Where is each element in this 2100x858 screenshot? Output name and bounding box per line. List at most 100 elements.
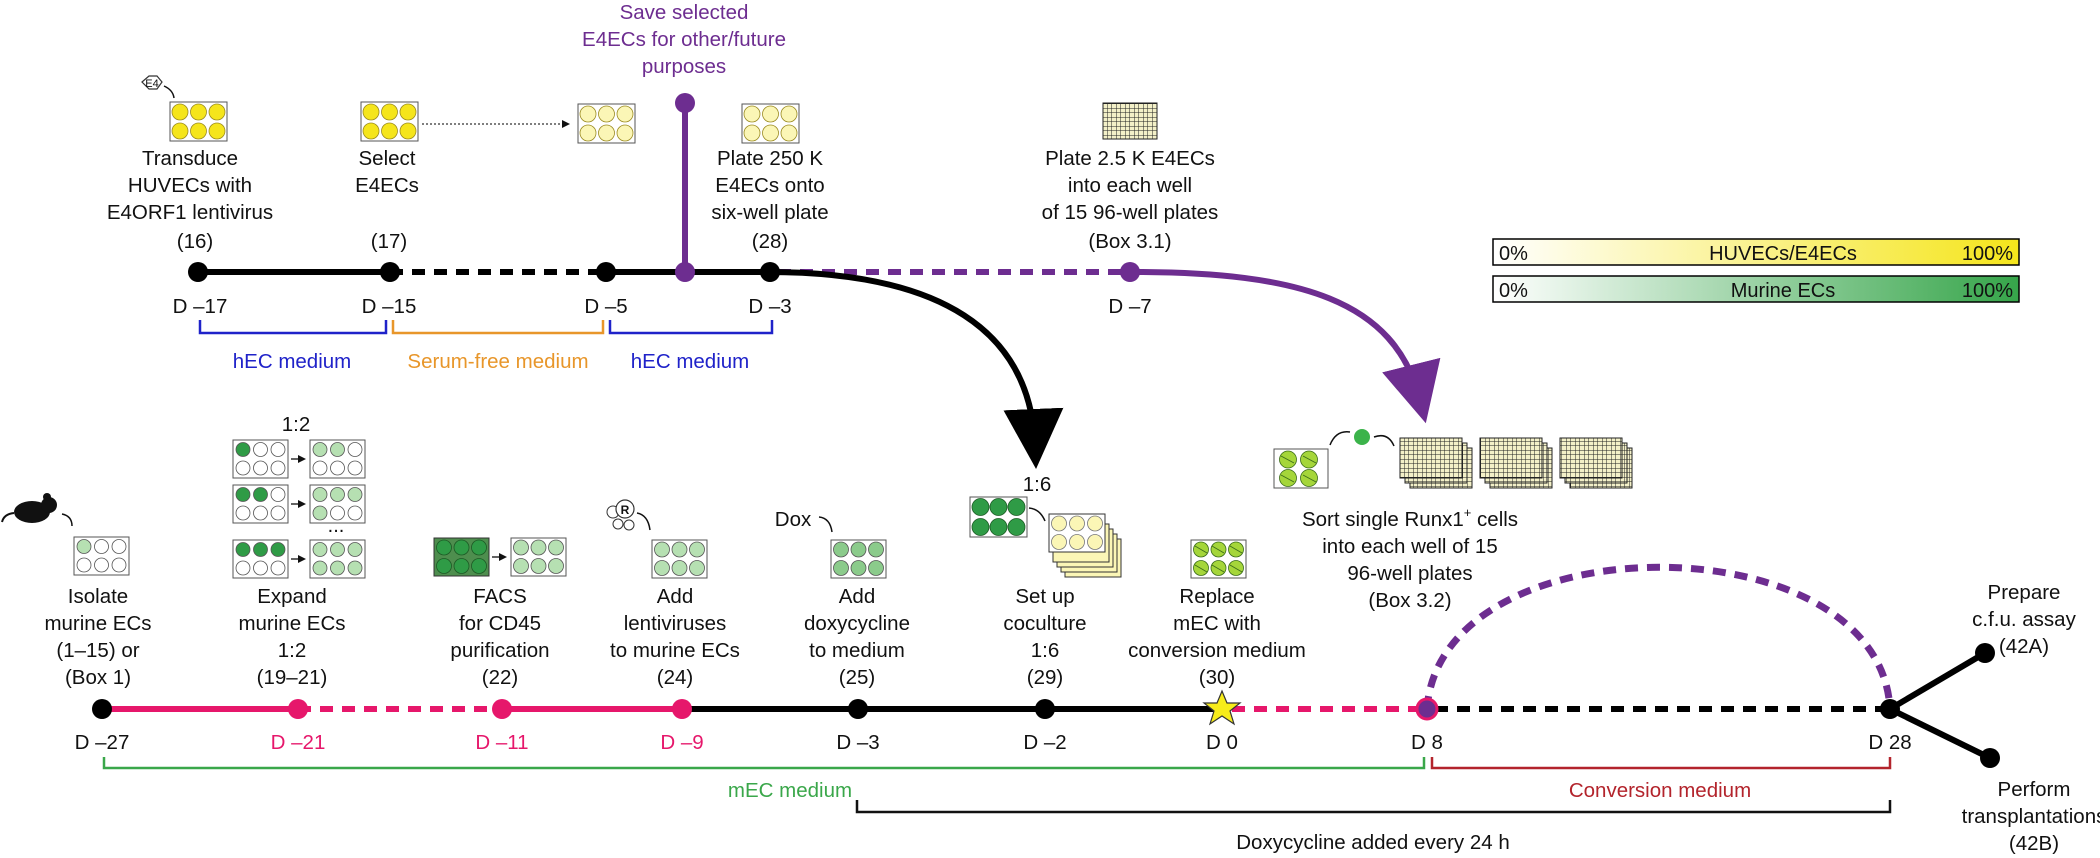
day-label: D –11: [475, 731, 528, 754]
step-line: (24): [657, 666, 693, 689]
step-line: E4ORF1 lentivirus: [107, 201, 273, 224]
d0-star-icon: [1202, 689, 1242, 726]
step-line: Plate 250 K: [717, 147, 823, 170]
step-line: (19–21): [257, 666, 328, 689]
coculture-curl: [1028, 507, 1046, 522]
step-line: murine ECs: [238, 612, 345, 635]
color-legend: 0% HUVECs/E4ECs 100% 0% Murine ECs 100%: [1492, 238, 2020, 303]
plate-stack-coculture: [1048, 513, 1122, 578]
step-line: (29): [1027, 666, 1063, 689]
purple-dashed-arc: [1423, 563, 1894, 710]
day-label: D –17: [173, 295, 228, 318]
bracket-hec-medium-2: [608, 320, 774, 335]
bracket-mec-medium: [102, 757, 1426, 770]
step-isolate: Isolate murine ECs (1–15) or (Box 1): [44, 585, 151, 689]
medium-label: Conversion medium: [1569, 779, 1751, 802]
day-label: D –3: [836, 731, 879, 754]
step-line: (25): [839, 666, 875, 689]
day-label: D –27: [75, 731, 130, 754]
legend-yellow-bar: [1492, 238, 2020, 266]
step-line: E4ECs: [355, 174, 419, 197]
node-d-27: [92, 699, 112, 719]
step-plate-250k: Plate 250 K E4ECs onto six-well plate (2…: [711, 147, 828, 253]
bottom-timeline: D –27 D –21 D –11 D –9 D –3 D –2 D 0 D 8…: [44, 563, 2100, 855]
endpoint-cfu-assay: Prepare c.f.u. assay (42A): [1972, 581, 2076, 658]
step-line: Isolate: [68, 585, 128, 608]
sort-note-sup: +: [1464, 505, 1472, 520]
step-line: 1:6: [1031, 639, 1060, 662]
node-d-7: [1120, 262, 1140, 282]
plate-6well-green-hatched: [1273, 448, 1329, 489]
step-ref: (16): [177, 230, 213, 253]
bottom-plates: 1:2: [1, 413, 1247, 579]
sort-curl: [1373, 434, 1395, 447]
node-d-28: [1880, 699, 1900, 719]
sort-curl: [1329, 431, 1351, 446]
step-facs: FACS for CD45 purification (22): [450, 585, 549, 689]
step-line: Set up: [1015, 585, 1074, 608]
e4-virus-icon: E4: [141, 75, 175, 99]
plate-6well-green-light: [510, 537, 567, 577]
step-line: mEC with: [1173, 612, 1261, 635]
day-label: D –9: [660, 731, 703, 754]
medium-label: hEC medium: [631, 350, 750, 373]
endpoint-transplantations: Perform transplantations (42B): [1962, 778, 2100, 855]
step-select: Select E4ECs (17): [355, 147, 419, 253]
step-line: conversion medium: [1128, 639, 1306, 662]
plate-row-expand-1: [232, 439, 366, 479]
sort-note-ref: (Box 3.2): [1368, 589, 1451, 612]
node-cfu: [1975, 643, 1995, 663]
sort-note-cells: cells: [1477, 508, 1518, 531]
endpoint-line: c.f.u. assay: [1972, 608, 2076, 631]
lentivirus-icon: R: [606, 499, 651, 531]
sort-note-line: into each well of 15: [1322, 535, 1498, 558]
step-line: Add: [839, 585, 875, 608]
node-d-3-bottom: [848, 699, 868, 719]
day-label: D –2: [1023, 731, 1066, 754]
step-line: of 15 96-well plates: [1042, 201, 1219, 224]
step-coculture: Set up coculture 1:6 (29): [1003, 585, 1086, 689]
step-line: lentiviruses: [624, 612, 727, 635]
plate-6well-yellow: [360, 101, 419, 142]
branch-to-transplant: [1888, 706, 1992, 761]
step-line: Plate 2.5 K E4ECs: [1045, 147, 1215, 170]
step-doxycycline: Add doxycycline to medium (25): [804, 585, 910, 689]
step-line: purification: [450, 639, 549, 662]
step-line: Expand: [257, 585, 327, 608]
step-line: (1–15) or: [56, 639, 139, 662]
endpoint-line: Prepare: [1988, 581, 2061, 604]
ellipsis: ...: [328, 515, 345, 537]
node-d-21: [288, 699, 308, 719]
step-line: Add: [657, 585, 693, 608]
to-sorting-arrow: [1131, 269, 1441, 424]
dox-label: Dox: [775, 508, 812, 531]
endpoint-line: (42B): [2009, 832, 2059, 855]
day-label: D 28: [1868, 731, 1911, 754]
single-cell-icon: [1354, 429, 1370, 445]
step-line: into each well: [1068, 174, 1192, 197]
plate-row-expand-2: [232, 484, 366, 524]
day-label: D –15: [362, 295, 417, 318]
node-d-9: [672, 699, 692, 719]
day-label: D 0: [1206, 731, 1238, 754]
plate-stack-96well: [1399, 437, 1633, 489]
medium-label: hEC medium: [233, 350, 352, 373]
step-line: FACS: [473, 585, 527, 608]
legend-green-bar: [1492, 275, 2020, 303]
step-line: (Box 1): [65, 666, 131, 689]
medium-label: mEC medium: [728, 779, 852, 802]
step-lentivirus: Add lentiviruses to murine ECs (24): [610, 585, 740, 689]
plate-6well-green-light: [651, 539, 708, 579]
step-line: Select: [359, 147, 416, 170]
save-note-line: Save selected: [620, 1, 749, 24]
day-label: D –21: [271, 731, 326, 754]
step-plate-2-5k: Plate 2.5 K E4ECs into each well of 15 9…: [1042, 147, 1219, 253]
step-line: (22): [482, 666, 518, 689]
sort-note-text: Sort single Runx1: [1302, 508, 1464, 531]
top-plates: E4: [141, 75, 1158, 144]
ratio-label: 1:2: [282, 413, 311, 436]
node-d-2: [1035, 699, 1055, 719]
ratio-label: 1:6: [1023, 473, 1052, 496]
plate-6well-green-coculture: [969, 496, 1028, 538]
